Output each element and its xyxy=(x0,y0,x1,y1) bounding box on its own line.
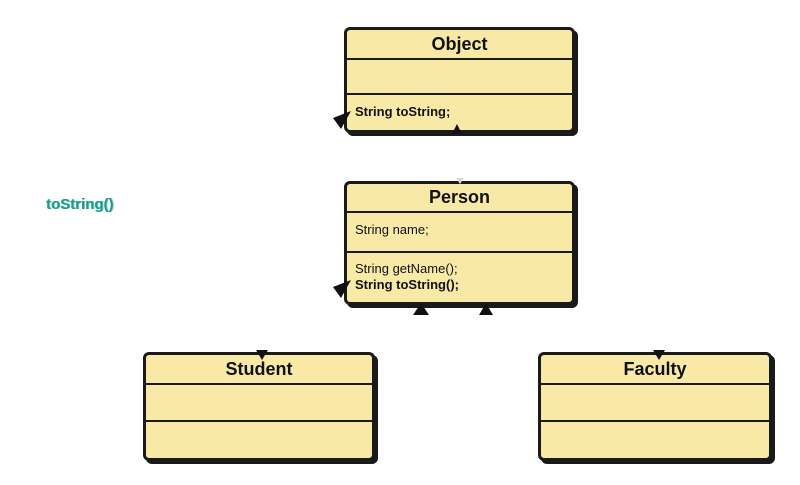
methods-section-object: String toString; xyxy=(347,93,572,130)
method-person-getname: String getName(); xyxy=(355,261,458,276)
methods-section-person: String getName(); String toString(); xyxy=(347,251,572,302)
methods-section-faculty xyxy=(541,420,769,458)
class-title-object: Object xyxy=(431,34,488,54)
class-box-faculty: Faculty xyxy=(538,352,772,461)
class-title-faculty: Faculty xyxy=(623,359,687,379)
attributes-section-student xyxy=(146,383,372,420)
attributes-section-faculty xyxy=(541,383,769,420)
class-box-object: Object String toString; xyxy=(344,27,575,133)
attributes-section-object xyxy=(347,58,572,93)
attributes-section-person: String name; xyxy=(347,211,572,251)
class-title-student: Student xyxy=(225,359,293,379)
method-person-tostring: String toString(); xyxy=(355,277,459,292)
class-box-student: Student xyxy=(143,352,375,461)
method-object-tostring: String toString; xyxy=(355,104,451,119)
tostring-annotation-label: toString() xyxy=(46,196,114,213)
class-box-person: Person String name; String getName(); St… xyxy=(344,181,575,305)
attribute-person-name: String name; xyxy=(355,222,429,237)
class-title-person: Person xyxy=(428,187,491,207)
methods-section-student xyxy=(146,420,372,458)
